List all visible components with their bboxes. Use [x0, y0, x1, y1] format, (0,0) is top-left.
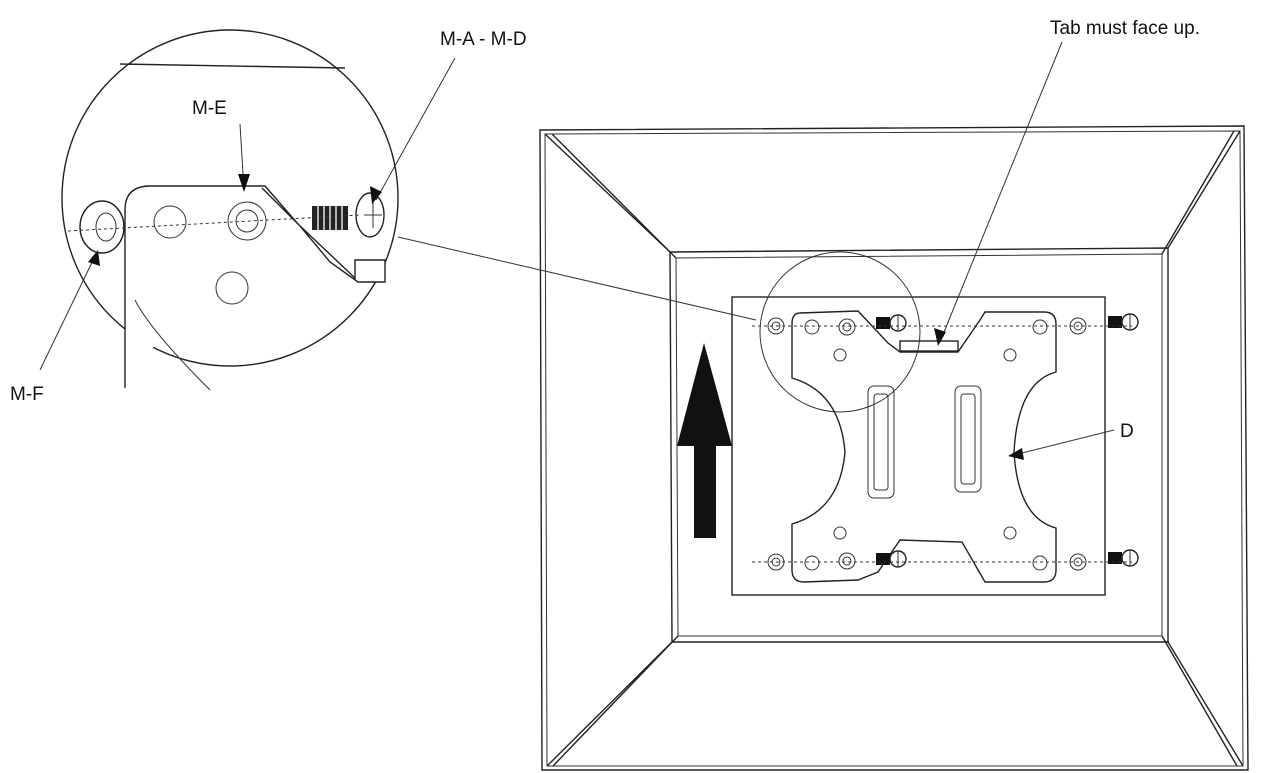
up-arrow-icon [677, 343, 732, 538]
label-bracket: D [1120, 421, 1134, 442]
detail-connector-line [397, 236, 757, 321]
bracket-plate [791, 310, 1057, 583]
magnified-detail [61, 29, 399, 391]
leader-lines [39, 41, 1115, 460]
detail-callout-circle [759, 251, 921, 413]
label-washer: M-F [10, 384, 44, 405]
monitor-frame [539, 125, 1249, 771]
label-spacer: M-E [192, 98, 227, 119]
label-screws: M-A - M-D [440, 29, 527, 50]
label-tab-note: Tab must face up. [1050, 18, 1200, 39]
